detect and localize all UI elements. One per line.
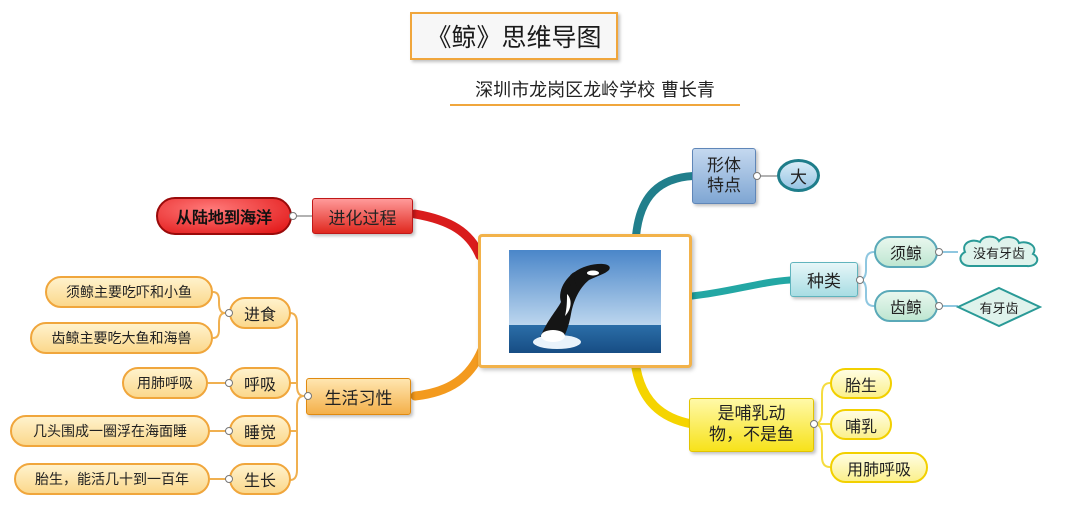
leaf-has-teeth[interactable]: 有牙齿 bbox=[956, 286, 1042, 328]
node-shape-label: 形体特点 bbox=[707, 155, 741, 196]
leaf-no-teeth-label: 没有牙齿 bbox=[972, 246, 1025, 262]
leaf-big-label: 大 bbox=[790, 168, 807, 188]
diamond-shape bbox=[956, 286, 1042, 328]
leaf-sleep-habit-label: 几头围成一圈浮在海面睡 bbox=[33, 424, 187, 440]
node-breathe-label: 呼吸 bbox=[243, 375, 276, 394]
node-eat[interactable]: 进食 bbox=[229, 297, 291, 329]
leaf-baleen-food[interactable]: 须鲸主要吃吓和小鱼 bbox=[45, 276, 213, 308]
leaf-toothed-food[interactable]: 齿鲸主要吃大鱼和海兽 bbox=[30, 322, 213, 354]
center-node[interactable] bbox=[478, 234, 692, 368]
leaf-viviparous-label: 胎生 bbox=[844, 375, 877, 395]
node-mammal-label: 是哺乳动物，不是鱼 bbox=[709, 403, 794, 445]
connector-dot bbox=[935, 302, 943, 310]
connector-dot bbox=[225, 309, 233, 317]
node-baleen[interactable]: 须鲸 bbox=[874, 236, 938, 268]
leaf-mammal-lungs-label: 用肺呼吸 bbox=[846, 459, 911, 479]
leaf-lung-breathing[interactable]: 用肺呼吸 bbox=[122, 367, 208, 399]
author-line: 深圳市龙岗区龙岭学校 曹长青 bbox=[450, 74, 740, 106]
node-evolution[interactable]: 进化过程 bbox=[312, 198, 413, 234]
cloud-shape bbox=[959, 235, 1039, 268]
node-types-label: 种类 bbox=[807, 272, 841, 292]
connector-dot bbox=[935, 248, 943, 256]
connector-dot bbox=[289, 212, 297, 220]
leaf-toothed-food-label: 齿鲸主要吃大鱼和海兽 bbox=[51, 331, 192, 347]
node-toothed[interactable]: 齿鲸 bbox=[874, 290, 938, 322]
node-grow[interactable]: 生长 bbox=[229, 463, 291, 495]
leaf-lifespan[interactable]: 胎生，能活几十到一百年 bbox=[14, 463, 210, 495]
leaf-lactation[interactable]: 哺乳 bbox=[830, 409, 892, 440]
leaf-lactation-label: 哺乳 bbox=[844, 416, 877, 436]
leaf-mammal-lungs[interactable]: 用肺呼吸 bbox=[830, 452, 928, 483]
leaf-land-to-sea-label: 从陆地到海洋 bbox=[175, 208, 272, 227]
node-mammal[interactable]: 是哺乳动物，不是鱼 bbox=[689, 398, 814, 452]
node-eat-label: 进食 bbox=[243, 305, 276, 324]
connector-dot bbox=[856, 276, 864, 284]
node-grow-label: 生长 bbox=[243, 471, 276, 490]
leaf-baleen-food-label: 须鲸主要吃吓和小鱼 bbox=[66, 285, 192, 301]
diagram-title: 《鲸》思维导图 bbox=[410, 12, 618, 60]
node-breathe[interactable]: 呼吸 bbox=[229, 367, 291, 399]
node-sleep-label: 睡觉 bbox=[243, 423, 276, 442]
connector-dot bbox=[225, 379, 233, 387]
node-sleep[interactable]: 睡觉 bbox=[229, 415, 291, 447]
leaf-has-teeth-label: 有牙齿 bbox=[979, 301, 1019, 317]
leaf-big[interactable]: 大 bbox=[777, 159, 820, 192]
connector-dot bbox=[753, 172, 761, 180]
node-baleen-label: 须鲸 bbox=[889, 244, 922, 263]
connector-dot bbox=[304, 392, 312, 400]
leaf-lung-breathing-label: 用肺呼吸 bbox=[137, 376, 193, 392]
node-evolution-label: 进化过程 bbox=[328, 208, 397, 229]
node-shape[interactable]: 形体特点 bbox=[692, 148, 756, 204]
connector-dot bbox=[810, 420, 818, 428]
connector-dot bbox=[225, 427, 233, 435]
orca-breaching-photo bbox=[509, 249, 661, 353]
leaf-no-teeth[interactable]: 没有牙齿 bbox=[954, 232, 1044, 272]
leaf-land-to-sea[interactable]: 从陆地到海洋 bbox=[156, 197, 292, 235]
node-habits-label: 生活习性 bbox=[324, 389, 393, 409]
leaf-viviparous[interactable]: 胎生 bbox=[830, 368, 892, 399]
connector-dot bbox=[225, 475, 233, 483]
leaf-sleep-habit[interactable]: 几头围成一圈浮在海面睡 bbox=[10, 415, 210, 447]
node-toothed-label: 齿鲸 bbox=[889, 298, 922, 317]
leaf-lifespan-label: 胎生，能活几十到一百年 bbox=[35, 472, 189, 488]
node-habits[interactable]: 生活习性 bbox=[306, 378, 411, 415]
node-types[interactable]: 种类 bbox=[790, 262, 858, 297]
